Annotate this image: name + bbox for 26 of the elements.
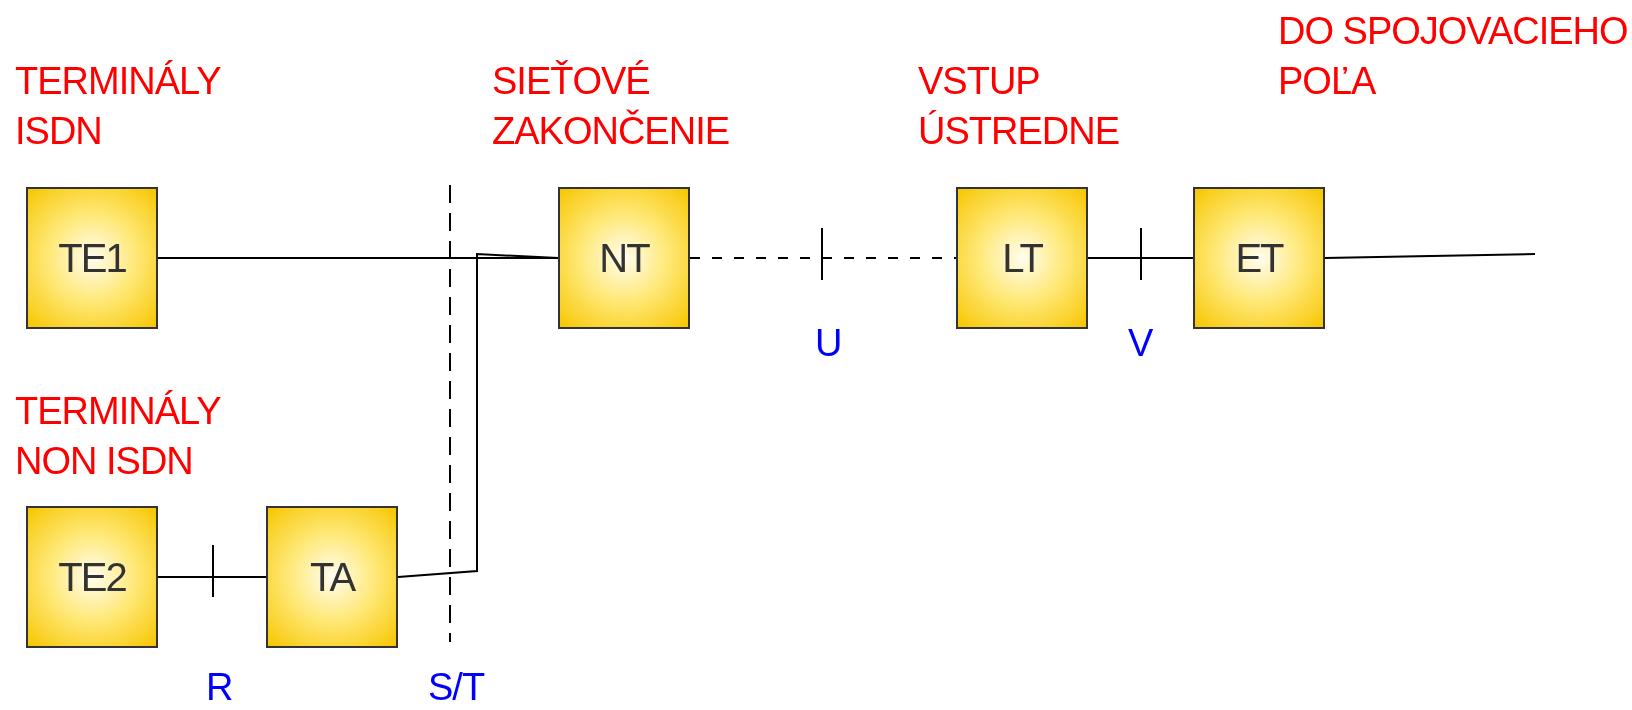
section-heading: DO SPOJOVACIEHO POĽA xyxy=(1278,9,1629,104)
section-heading: TERMINÁLY NON ISDN xyxy=(15,389,222,484)
reference-point-label: R xyxy=(206,665,233,710)
node-label: TA xyxy=(309,554,355,600)
process-box xyxy=(1193,187,1325,329)
section-heading: TERMINÁLY ISDN xyxy=(15,59,222,154)
connector-line xyxy=(689,257,957,259)
reference-point-label: U xyxy=(815,321,842,366)
connector-line xyxy=(1087,257,1194,259)
node-label: ET xyxy=(1235,235,1283,281)
reference-point-label: S/T xyxy=(428,665,485,710)
section-heading: VSTUP ÚSTREDNE xyxy=(918,59,1121,154)
process-box xyxy=(266,506,398,648)
connector-line xyxy=(157,576,267,578)
connector-line xyxy=(1324,253,1536,259)
node-label: NT xyxy=(599,235,649,281)
process-box xyxy=(26,506,158,648)
connector-line xyxy=(397,252,559,578)
process-box xyxy=(558,187,690,329)
node-label: LT xyxy=(1002,235,1042,281)
node-label: TE2 xyxy=(58,554,126,600)
node-label: TE1 xyxy=(58,235,126,281)
process-box xyxy=(26,187,158,329)
reference-point-label: V xyxy=(1128,321,1153,366)
section-heading: SIEŤOVÉ ZAKONČENIE xyxy=(492,59,731,154)
process-box xyxy=(956,187,1088,329)
